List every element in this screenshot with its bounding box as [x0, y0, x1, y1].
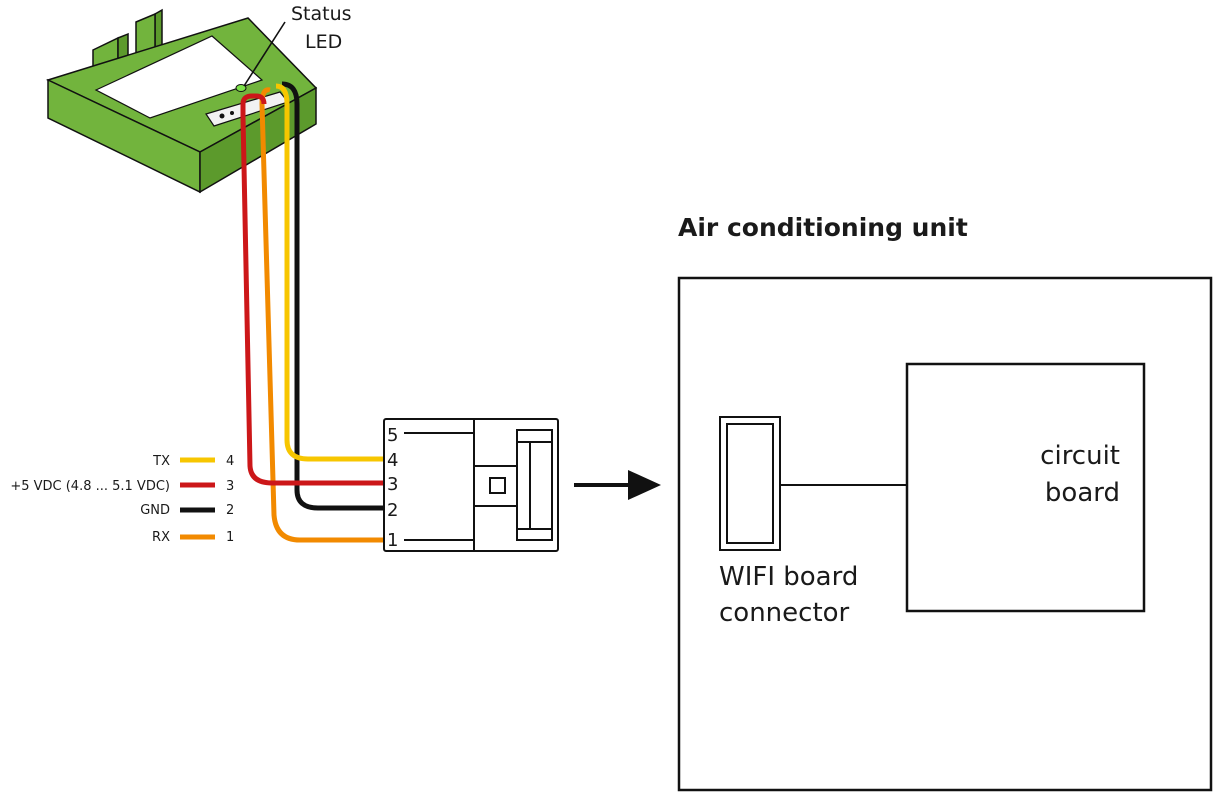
wifi-board-connector [719, 416, 781, 551]
arrow-right-icon [574, 470, 661, 500]
connector-pin-4: 4 [387, 450, 398, 471]
connector-pin-5: 5 [387, 425, 398, 446]
circuit-board-label-line2: board [1045, 478, 1120, 508]
wires [240, 81, 384, 543]
cable-connector [383, 418, 559, 552]
legend-pin-gnd: 2 [226, 503, 234, 518]
connector-pin-3: 3 [387, 474, 398, 495]
connector-pin-2: 2 [387, 500, 398, 521]
status-led [235, 84, 247, 92]
connector-pin-labels: 5 4 3 2 1 [387, 425, 398, 551]
status-led-callout: Status LED [243, 3, 352, 87]
connector-pin-1: 1 [387, 530, 398, 551]
ac-unit-title: Air conditioning unit [678, 213, 968, 242]
wire-legend: TX 4 +5 VDC (4.8 ... 5.1 VDC) 3 GND 2 RX… [10, 454, 234, 545]
legend-label-power: +5 VDC (4.8 ... 5.1 VDC) [10, 479, 170, 494]
wifi-connector-label-line2: connector [719, 598, 850, 628]
ac-unit-box [677, 276, 1213, 792]
circuit-board [905, 362, 1146, 613]
wire-gnd [281, 81, 384, 511]
legend-row-rx: RX 1 [152, 530, 234, 545]
legend-row-gnd: GND 2 [140, 503, 234, 518]
circuit-board-label-line1: circuit [1040, 441, 1120, 471]
legend-label-tx: TX [152, 454, 170, 469]
legend-pin-rx: 1 [226, 530, 234, 545]
legend-pin-tx: 4 [226, 454, 234, 469]
status-led-label-line2: LED [305, 31, 342, 53]
status-led-label-line1: Status [291, 3, 352, 25]
wire-tx [275, 83, 384, 462]
legend-label-rx: RX [152, 530, 170, 545]
legend-label-gnd: GND [140, 503, 170, 518]
legend-row-tx: TX 4 [152, 454, 234, 469]
wifi-connector-label-line1: WIFI board [719, 562, 858, 592]
legend-row-power: +5 VDC (4.8 ... 5.1 VDC) 3 [10, 479, 234, 494]
wifi-module [45, 8, 318, 194]
wire-rx [259, 87, 384, 543]
legend-pin-power: 3 [226, 479, 234, 494]
wire-power [240, 93, 384, 486]
